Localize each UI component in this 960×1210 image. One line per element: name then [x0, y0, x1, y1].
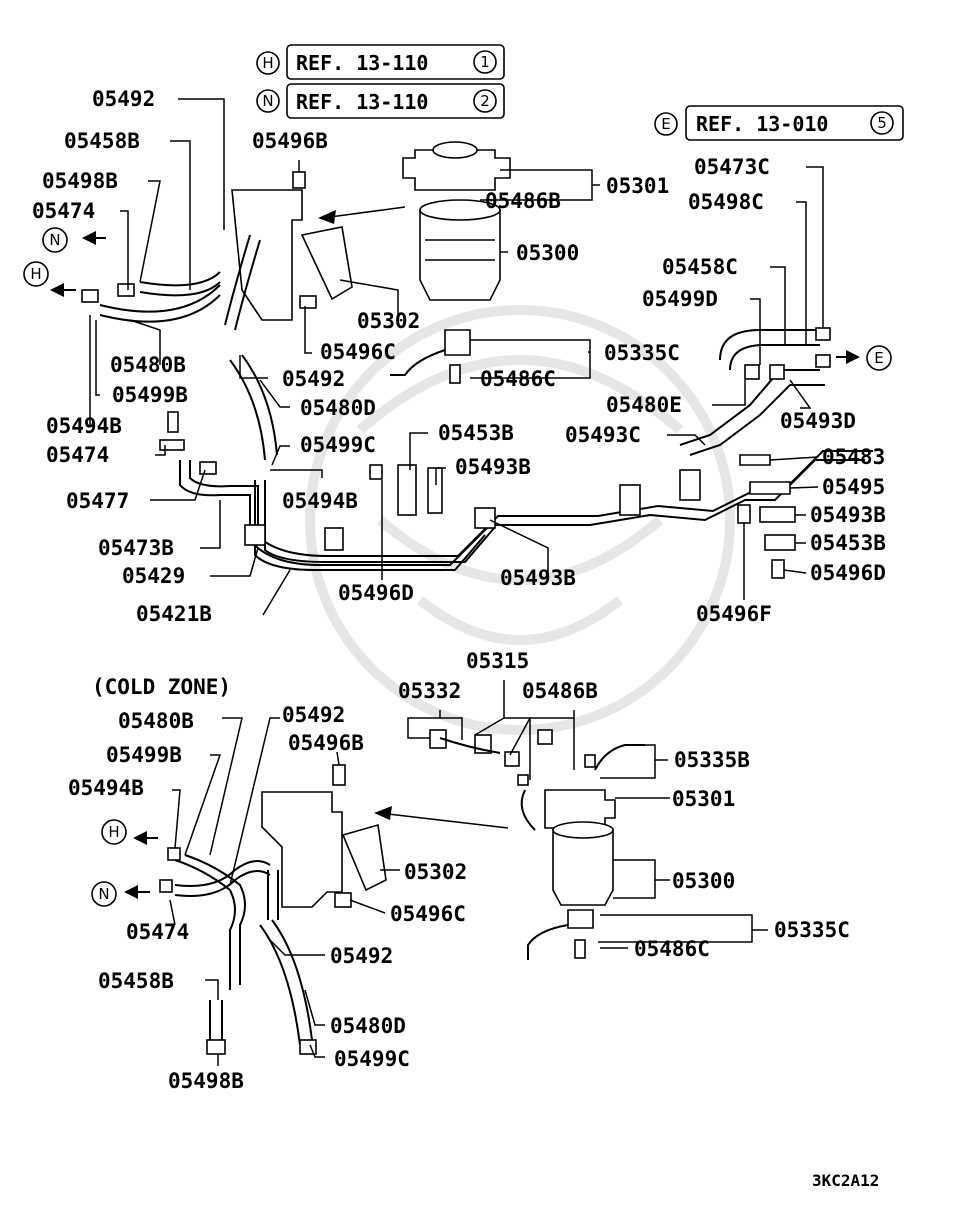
label-05493Bc: 05493B — [810, 503, 886, 527]
label-05492b: 05492 — [282, 367, 345, 391]
bottom-labels: (COLD ZONE) 05315 05332 05486B 05480B 05… — [68, 649, 850, 1093]
label-05474: 05474 — [126, 920, 189, 944]
svg-text:H: H — [262, 54, 273, 72]
label-05453Bb: 05453B — [810, 531, 886, 555]
label-05486C: 05486C — [634, 937, 710, 961]
svg-text:E: E — [874, 349, 883, 367]
svg-text:1: 1 — [480, 53, 490, 71]
arrow-h-top[interactable]: H — [23, 261, 49, 287]
label-05458C: 05458C — [662, 255, 738, 279]
label-05335C: 05335C — [604, 341, 680, 365]
bottom-assembly — [124, 729, 645, 1055]
label-05458B: 05458B — [64, 129, 140, 153]
label-05496B: 05496B — [288, 731, 364, 755]
label-05494B: 05494B — [46, 414, 122, 438]
label-05493Bb: 05493B — [500, 566, 576, 590]
label-05480B: 05480B — [118, 709, 194, 733]
label-05499C: 05499C — [334, 1047, 410, 1071]
label-cold-zone: (COLD ZONE) — [92, 675, 231, 699]
svg-text:N: N — [262, 92, 273, 110]
label-05302: 05302 — [357, 309, 420, 333]
label-05335B: 05335B — [674, 748, 750, 772]
label-05480D: 05480D — [330, 1014, 406, 1038]
bottom-leader-lines — [169, 680, 768, 1066]
label-05499D: 05499D — [642, 287, 718, 311]
label-05499B: 05499B — [106, 743, 182, 767]
label-05496Db: 05496D — [810, 561, 886, 585]
svg-text:REF. 13-110: REF. 13-110 — [296, 51, 428, 75]
label-05486C: 05486C — [480, 367, 556, 391]
label-05473C: 05473C — [694, 155, 770, 179]
top-labels: 05492 05458B 05498B 05474 05496B 05301 0… — [32, 87, 886, 626]
label-05494B: 05494B — [68, 776, 144, 800]
label-05499C: 05499C — [300, 433, 376, 457]
label-05474: 05474 — [32, 199, 95, 223]
label-05302: 05302 — [404, 860, 467, 884]
reference-h[interactable]: H REF. 13-110 1 — [256, 44, 505, 80]
arrow-h-bottom[interactable]: H — [101, 819, 127, 845]
svg-text:REF. 13-010: REF. 13-010 — [696, 112, 828, 136]
arrow-n-bottom[interactable]: N — [91, 881, 117, 907]
arrow-e-right[interactable]: E — [866, 345, 892, 371]
label-05498C: 05498C — [688, 190, 764, 214]
label-05421B: 05421B — [136, 602, 212, 626]
label-05492: 05492 — [282, 703, 345, 727]
label-05480E: 05480E — [606, 393, 682, 417]
label-05496B: 05496B — [252, 129, 328, 153]
label-05498B: 05498B — [42, 169, 118, 193]
label-05300: 05300 — [516, 241, 579, 265]
label-05300: 05300 — [672, 869, 735, 893]
svg-text:2: 2 — [480, 92, 490, 110]
label-05473B: 05473B — [98, 536, 174, 560]
label-05480B: 05480B — [110, 353, 186, 377]
top-leader-lines — [89, 98, 824, 616]
reference-n[interactable]: N REF. 13-110 2 — [256, 83, 505, 119]
label-05495: 05495 — [822, 475, 885, 499]
label-05483: 05483 — [822, 445, 885, 469]
label-05496C: 05496C — [390, 902, 466, 926]
svg-text:N: N — [98, 885, 109, 903]
label-05492: 05492 — [92, 87, 155, 111]
reference-e[interactable]: E REF. 13-010 5 — [654, 105, 904, 141]
label-05301: 05301 — [606, 174, 669, 198]
label-05477: 05477 — [66, 489, 129, 513]
watermark-emblem — [305, 305, 735, 735]
label-05458B: 05458B — [98, 969, 174, 993]
label-05301: 05301 — [672, 787, 735, 811]
label-05486B: 05486B — [522, 679, 598, 703]
label-05496D: 05496D — [338, 581, 414, 605]
label-05499B: 05499B — [112, 383, 188, 407]
svg-text:REF. 13-110: REF. 13-110 — [296, 90, 428, 114]
label-05453B: 05453B — [438, 421, 514, 445]
label-05493C: 05493C — [565, 423, 641, 447]
label-05498B: 05498B — [168, 1069, 244, 1093]
svg-text:H: H — [108, 823, 119, 841]
label-05494Bb: 05494B — [282, 489, 358, 513]
label-05429: 05429 — [122, 564, 185, 588]
label-05493D: 05493D — [780, 409, 856, 433]
svg-text:H: H — [30, 265, 41, 283]
label-05496F: 05496F — [696, 602, 772, 626]
label-05480D: 05480D — [300, 396, 376, 420]
label-05335C: 05335C — [774, 918, 850, 942]
label-05496C: 05496C — [320, 340, 396, 364]
svg-text:N: N — [49, 231, 60, 249]
drawing-code: 3KC2A12 — [812, 1171, 879, 1190]
label-05486B: 05486B — [485, 189, 561, 213]
label-05493B: 05493B — [455, 455, 531, 479]
label-05492b: 05492 — [330, 944, 393, 968]
label-05474b: 05474 — [46, 443, 109, 467]
svg-text:E: E — [661, 115, 670, 133]
label-05332: 05332 — [398, 679, 461, 703]
label-05315: 05315 — [466, 649, 529, 673]
arrow-n-top[interactable]: N — [42, 227, 68, 253]
svg-text:5: 5 — [877, 114, 887, 132]
